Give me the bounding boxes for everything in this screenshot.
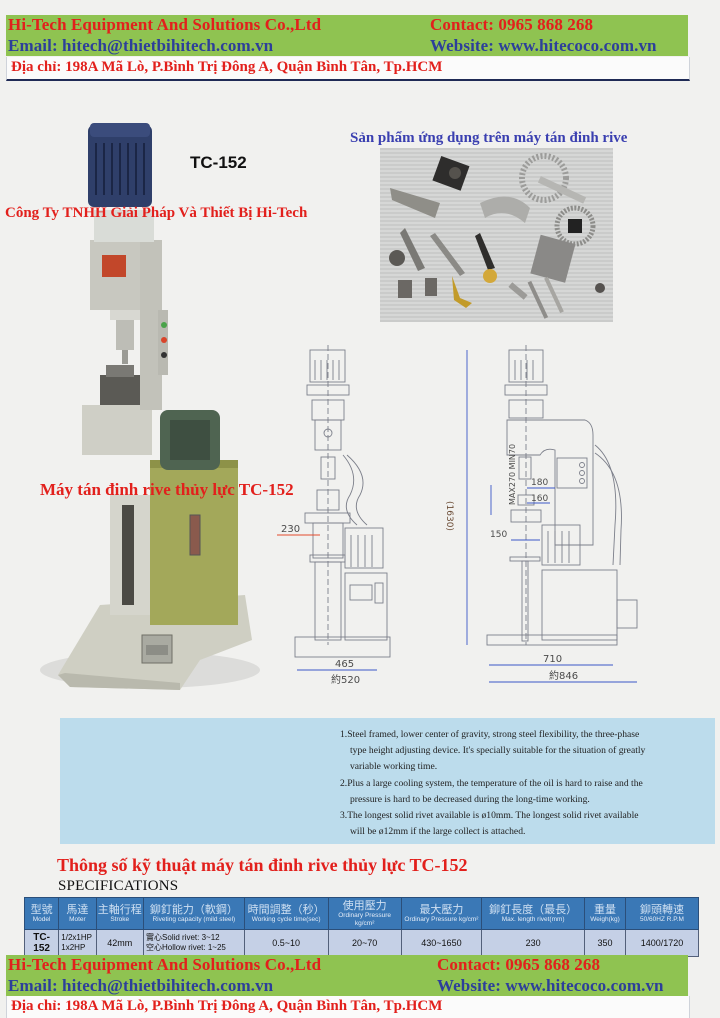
model-label: TC-152: [190, 153, 247, 172]
dim-230: 230: [281, 524, 300, 535]
header-company: Hi-Tech Equipment And Solutions Co.,Ltd: [8, 15, 322, 34]
side-width-inner: 710: [543, 654, 562, 665]
cell-max-length: 230: [481, 929, 586, 957]
rivet-parts-icon: [389, 153, 605, 319]
header-address-bar: Địa chỉ: 198A Mã Lò, P.Bình Trị Đông A, …: [6, 57, 690, 81]
front-width-outer: 約520: [331, 673, 360, 685]
header-address: Địa chỉ: 198A Mã Lò, P.Bình Trị Đông A, …: [11, 59, 443, 75]
machine-photo: [40, 123, 260, 690]
front-width-inner: 465: [335, 659, 354, 670]
front-view-drawing: 230 465 約520: [277, 345, 391, 685]
cell-cycle: 0.5~10: [243, 929, 329, 957]
specs-title-vn: Thông số kỹ thuật máy tán đinh rive thủy…: [57, 855, 468, 875]
footer-address: Địa chỉ: 198A Mã Lò, P.Bình Trị Đông A, …: [11, 998, 443, 1014]
dim-160: 160: [531, 494, 548, 504]
side-height: (1630): [445, 501, 454, 531]
cell-weight: 350: [584, 929, 626, 957]
footer-contact[interactable]: Contact: 0965 868 268: [437, 955, 601, 974]
features-list: 1.Steel framed, lower center of gravity,…: [340, 727, 655, 840]
header-email[interactable]: Email: hitech@thietbihitech.com.vn: [8, 36, 274, 55]
dim-180: 180: [531, 478, 548, 488]
footer-banner: Hi-Tech Equipment And Solutions Co.,Ltd …: [6, 955, 688, 996]
cell-stroke: 42mm: [95, 929, 145, 957]
side-view-drawing: (1630) MAX270 MIN70 180 160 150 710 約846: [445, 345, 638, 683]
col-capacity: 鉚釘能力（軟鋼）Riveting capacity (mild steel): [143, 897, 245, 930]
features-box: 1.Steel framed, lower center of gravity,…: [60, 718, 715, 844]
applications-caption: Sản phẩm ứng dụng trên máy tán đinh rive: [350, 130, 628, 146]
cell-rpm: 1400/1720: [624, 929, 700, 957]
footer-company: Hi-Tech Equipment And Solutions Co.,Ltd: [8, 955, 322, 974]
machine-caption: Máy tán đinh rive thủy lực TC-152: [40, 480, 294, 499]
cell-pressure: 20~70: [327, 929, 402, 957]
col-max-length: 鉚釘長度（最長）Max. length rivet(mm): [481, 897, 586, 930]
company-caption-vn: Công Ty TNHH Giải Pháp Và Thiết Bị Hi-Te…: [5, 205, 308, 221]
applications-photo: [380, 148, 613, 322]
feature-item: 3.The longest solid rivet available is ø…: [340, 810, 639, 838]
footer-website[interactable]: Website: www.hitecoco.com.vn: [437, 976, 664, 995]
header-website[interactable]: Website: www.hitecoco.com.vn: [430, 36, 657, 55]
feature-item: 1.Steel framed, lower center of gravity,…: [340, 729, 646, 773]
dim-150: 150: [490, 530, 507, 540]
col-cycle: 時間調整（秒）Working cycle time(sec): [243, 897, 329, 930]
specs-title-en: SPECIFICATIONS: [58, 878, 179, 894]
footer-address-bar: Địa chỉ: 198A Mã Lò, P.Bình Trị Đông A, …: [6, 996, 690, 1018]
header-banner: Hi-Tech Equipment And Solutions Co.,Ltd …: [6, 15, 688, 56]
side-width-outer: 約846: [549, 669, 578, 682]
side-max-min: MAX270 MIN70: [508, 444, 517, 505]
footer-email[interactable]: Email: hitech@thietbihitech.com.vn: [8, 976, 274, 995]
cell-max-pressure: 430~1650: [400, 929, 483, 957]
cell-model: TC-152: [23, 929, 60, 957]
header-contact[interactable]: Contact: 0965 868 268: [430, 15, 594, 34]
feature-item: 2.Plus a large cooling system, the tempe…: [340, 777, 643, 805]
